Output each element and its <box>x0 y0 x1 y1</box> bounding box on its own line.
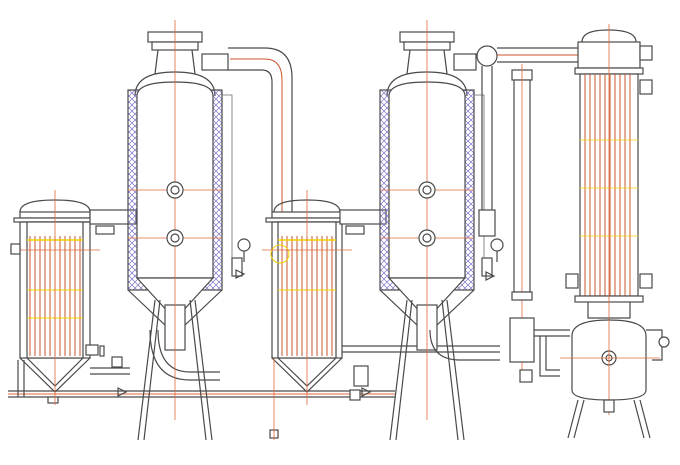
condenser <box>565 24 653 320</box>
manhole-icon <box>418 181 436 199</box>
connecting-column <box>509 64 570 383</box>
vapor-pipe-2 <box>453 45 578 237</box>
valve-icon <box>117 269 496 397</box>
pressure-gauge-icon <box>490 238 504 252</box>
vapor-pipe-1 <box>201 47 293 212</box>
manhole-icon <box>166 229 184 247</box>
pressure-gauge-icon <box>237 238 251 252</box>
manhole-icon <box>418 229 436 247</box>
evaporator-2 <box>379 20 504 441</box>
preheater-left <box>10 190 137 405</box>
tube-bundle <box>281 236 333 356</box>
evaporator-1 <box>127 20 251 441</box>
tube-bundle <box>584 74 631 296</box>
receiver-tank <box>560 319 670 439</box>
preheater-middle <box>262 190 500 440</box>
base-piping <box>8 360 395 439</box>
manhole-icon <box>166 181 184 199</box>
